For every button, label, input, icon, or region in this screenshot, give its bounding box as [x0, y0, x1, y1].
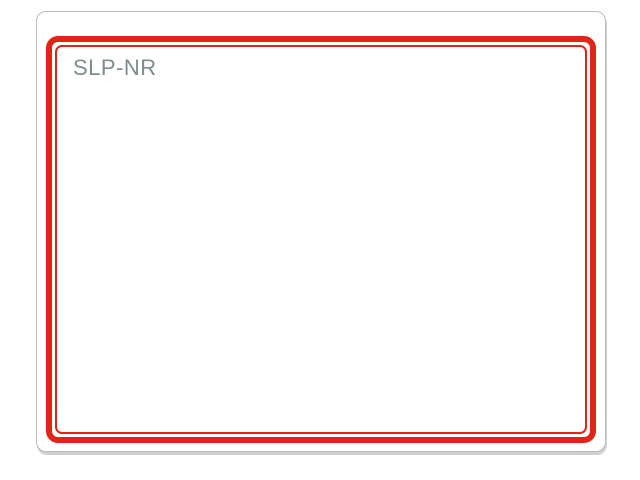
- label-product-image: SLP-NR: [36, 11, 606, 452]
- red-border-inner: SLP-NR: [55, 45, 587, 434]
- label-model-text: SLP-NR: [73, 55, 157, 80]
- red-border-outer: SLP-NR: [46, 36, 596, 443]
